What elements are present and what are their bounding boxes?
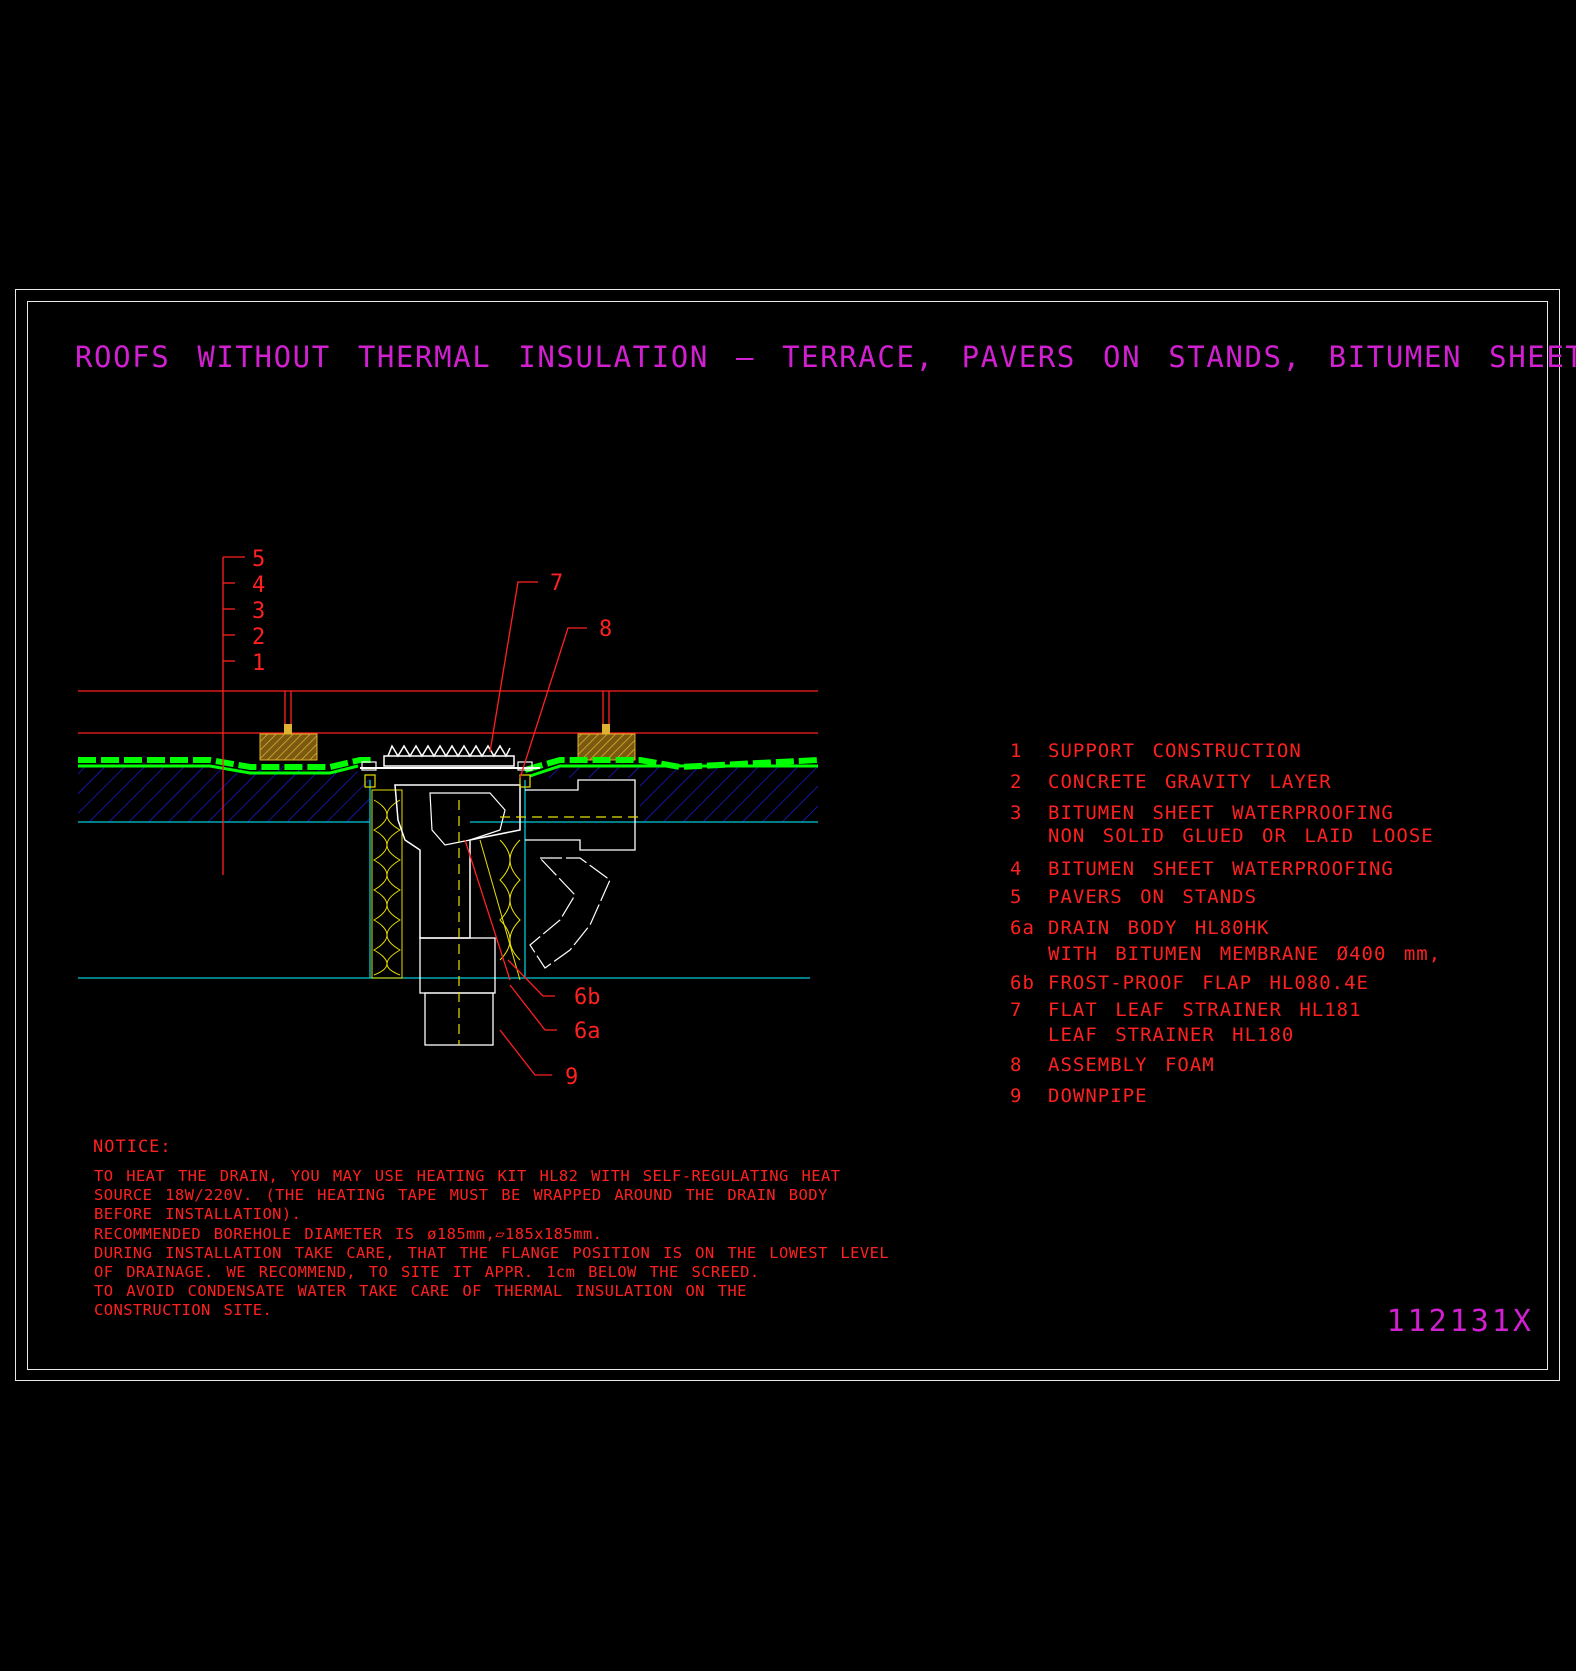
- layer-callout-2: 2: [252, 625, 265, 650]
- drain-opening: [369, 780, 526, 979]
- legend-text: SUPPORT CONSTRUCTION: [1048, 740, 1302, 762]
- legend-number: 8: [1010, 1054, 1023, 1076]
- drawing-title: ROOFS WITHOUT THERMAL INSULATION — TERRA…: [75, 340, 1576, 374]
- legend-number: 3: [1010, 802, 1023, 824]
- paver-stands: [259, 724, 636, 761]
- notice-line: TO AVOID CONDENSATE WATER TAKE CARE OF T…: [94, 1282, 747, 1301]
- bitumen-membrane: [78, 757, 819, 778]
- legend-text: PAVERS ON STANDS: [1048, 886, 1258, 908]
- legend-item: 8 ASSEMBLY FOAM: [1010, 1054, 1450, 1085]
- legend-item: 3 BITUMEN SHEET WATERPROOFING NON SOLID …: [1010, 802, 1450, 858]
- legend-item: 9 DOWNPIPE: [1010, 1085, 1450, 1116]
- legend-item: 2 CONCRETE GRAVITY LAYER: [1010, 771, 1450, 802]
- legend-text: BITUMEN SHEET WATERPROOFING: [1048, 858, 1394, 880]
- legend-text: LEAF STRAINER HL180: [1048, 1024, 1295, 1046]
- concrete-layer: [78, 766, 818, 979]
- legend-item: 5 PAVERS ON STANDS: [1010, 886, 1450, 917]
- notice-title: NOTICE:: [93, 1137, 172, 1157]
- flat-leaf-strainer: [360, 744, 540, 788]
- drawing-code: 112131X: [1386, 1304, 1534, 1339]
- legend-item: 6b FROST-PROOF FLAP HL080.4E: [1010, 972, 1450, 999]
- notice-line: TO HEAT THE DRAIN, YOU MAY USE HEATING K…: [94, 1167, 841, 1185]
- parts-legend: 1 SUPPORT CONSTRUCTION 2 CONCRETE GRAVIT…: [1010, 740, 1450, 1116]
- part-callout-7: 7: [550, 571, 563, 596]
- legend-number: 7: [1010, 999, 1023, 1021]
- notice-line: BEFORE INSTALLATION).: [94, 1205, 302, 1224]
- layer-callout-1: 1: [252, 651, 265, 676]
- legend-number: 5: [1010, 886, 1023, 908]
- legend-text: FLAT LEAF STRAINER HL181: [1048, 999, 1362, 1021]
- layer-callout-3: 3: [252, 599, 265, 624]
- layer-callout-5: 5: [252, 547, 265, 572]
- part-callout-9: 9: [565, 1065, 578, 1090]
- part-callout-6a: 6a: [574, 1019, 601, 1044]
- legend-text: NON SOLID GLUED OR LAID LOOSE: [1048, 825, 1434, 847]
- part-callout-8: 8: [599, 617, 612, 642]
- legend-text: ASSEMBLY FOAM: [1048, 1054, 1215, 1076]
- legend-number: 2: [1010, 771, 1023, 793]
- legend-number: 1: [1010, 740, 1023, 762]
- legend-text: DOWNPIPE: [1048, 1085, 1148, 1107]
- notice-body: TO HEAT THE DRAIN, YOU MAY USE HEATING K…: [94, 1167, 890, 1321]
- drain-body: [394, 779, 640, 1046]
- legend-number: 6a: [1010, 917, 1035, 939]
- legend-number: 9: [1010, 1085, 1023, 1107]
- legend-text: WITH BITUMEN MEMBRANE Ø400 mm,: [1048, 943, 1442, 965]
- layer-callout-4: 4: [252, 573, 265, 598]
- legend-item: 6a DRAIN BODY HL80HK WITH BITUMEN MEMBRA…: [1010, 917, 1450, 972]
- notice-line: CONSTRUCTION SITE.: [94, 1301, 273, 1320]
- notice-line: RECOMMENDED BOREHOLE DIAMETER IS ø185mm,…: [94, 1224, 603, 1243]
- legend-text: CONCRETE GRAVITY LAYER: [1048, 771, 1332, 793]
- notice-line: OF DRAINAGE. WE RECOMMEND, TO SITE IT AP…: [94, 1263, 760, 1282]
- legend-text: BITUMEN SHEET WATERPROOFING: [1048, 802, 1394, 824]
- legend-text: DRAIN BODY HL80HK: [1048, 917, 1270, 939]
- legend-number: 6b: [1010, 972, 1035, 994]
- pavers-layer: [78, 690, 818, 734]
- legend-text: FROST-PROOF FLAP HL080.4E: [1048, 972, 1369, 994]
- notice-line: DURING INSTALLATION TAKE CARE, THAT THE …: [94, 1243, 890, 1262]
- part-leaders: 7 8 6b 6a 9: [489, 571, 612, 1090]
- layer-callout-ladder: 5 4 3 2 1: [222, 547, 265, 875]
- legend-item: 4 BITUMEN SHEET WATERPROOFING: [1010, 858, 1450, 886]
- legend-number: 4: [1010, 858, 1023, 880]
- part-callout-6b: 6b: [574, 985, 601, 1010]
- legend-item: 7 FLAT LEAF STRAINER HL181 LEAF STRAINER…: [1010, 999, 1450, 1054]
- notice-line: SOURCE 18W/220V. (THE HEATING TAPE MUST …: [94, 1186, 828, 1205]
- legend-item: 1 SUPPORT CONSTRUCTION: [1010, 740, 1450, 771]
- drawing-frame-outer: [15, 289, 1560, 1381]
- drawing-frame-inner: [27, 301, 1548, 1370]
